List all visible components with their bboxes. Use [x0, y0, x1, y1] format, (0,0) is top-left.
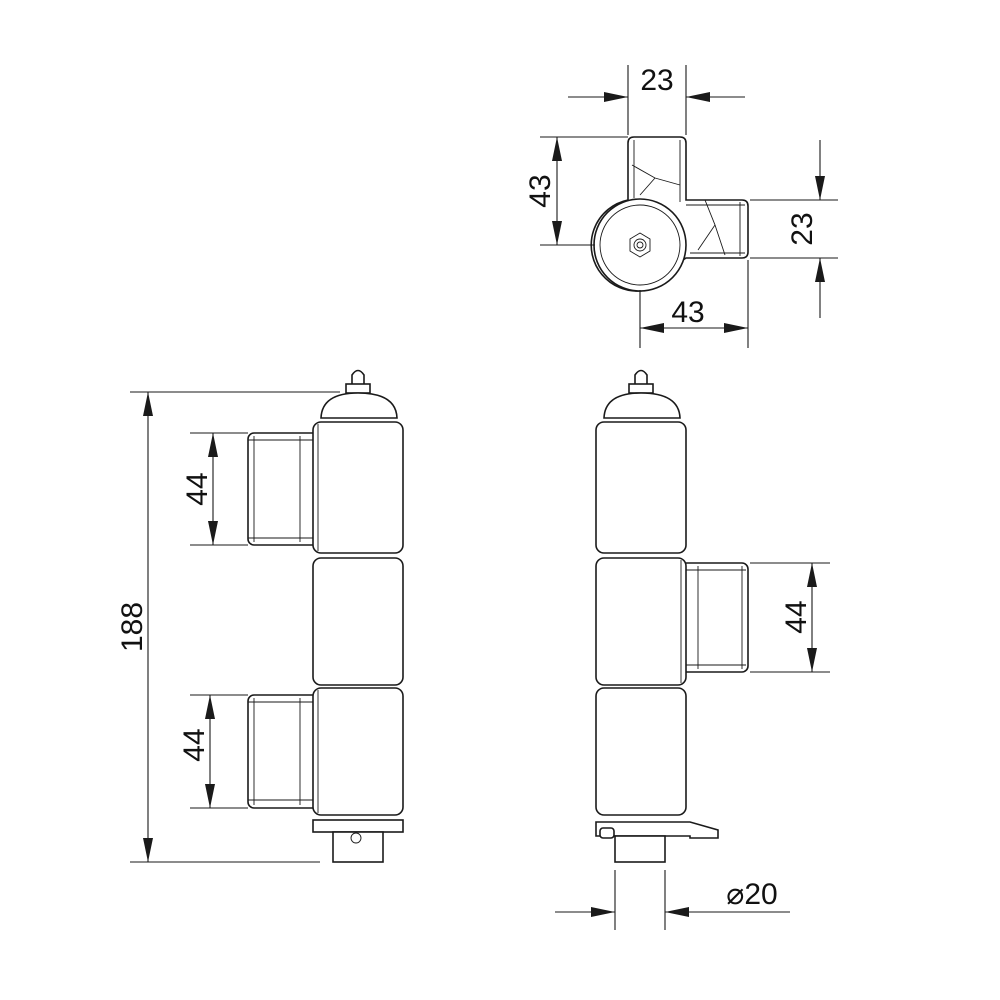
- svg-text:44: 44: [178, 728, 211, 761]
- dim-overall-height: 188: [116, 391, 340, 863]
- svg-text:44: 44: [780, 600, 813, 633]
- side-view-left: [247, 369, 404, 863]
- dim-pin-diameter: ⌀20: [555, 870, 790, 930]
- dim-leaf-middle: 44: [750, 562, 830, 673]
- svg-text:⌀20: ⌀20: [726, 878, 777, 911]
- svg-text:43: 43: [524, 174, 557, 207]
- svg-text:44: 44: [181, 472, 214, 505]
- svg-text:43: 43: [671, 296, 704, 329]
- svg-text:23: 23: [640, 64, 673, 97]
- dim-top-width-right: 23: [750, 140, 838, 318]
- top-view: [590, 136, 749, 292]
- grease-nipple-hex-icon: [629, 232, 651, 258]
- side-view-right: [595, 369, 749, 863]
- svg-text:188: 188: [116, 602, 149, 652]
- dim-top-depth-left: 43: [524, 136, 628, 246]
- svg-text:23: 23: [786, 212, 819, 245]
- dim-top-width: 23: [568, 64, 745, 135]
- dim-leaf-bottom: 44: [178, 694, 248, 809]
- dim-leaf-top: 44: [181, 432, 248, 546]
- dim-top-depth-bottom: 43: [639, 260, 749, 348]
